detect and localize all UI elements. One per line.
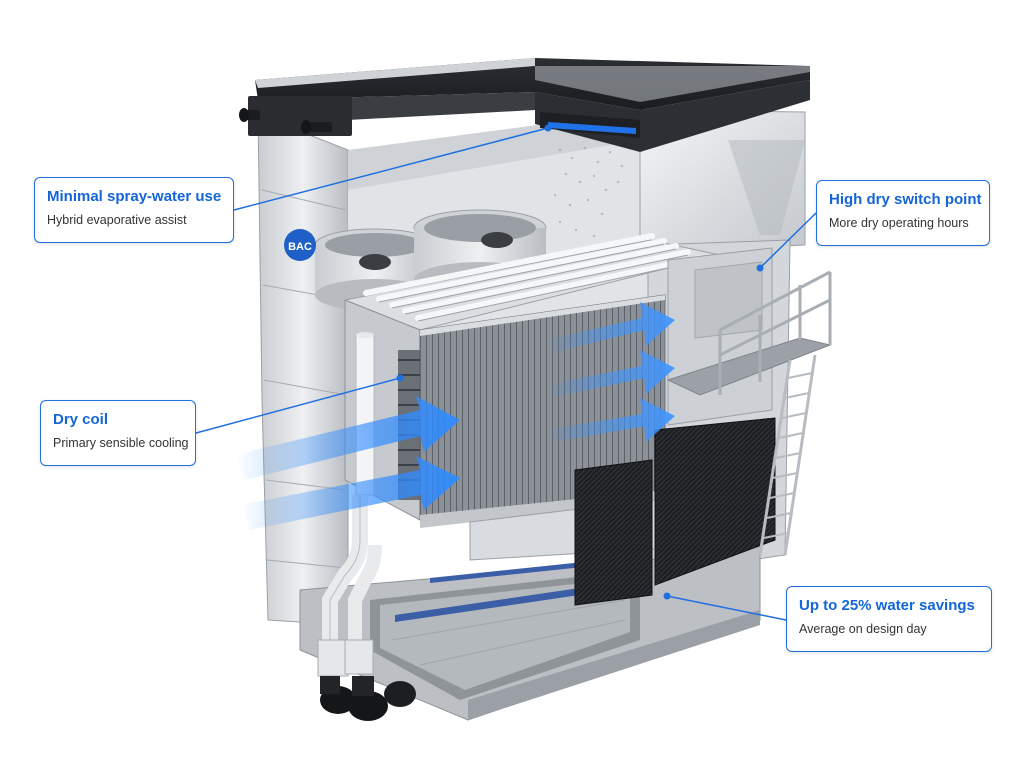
spray-droplets xyxy=(553,146,624,238)
callout-title: Up to 25% water savings xyxy=(799,597,975,614)
callout-title: High dry switch point xyxy=(829,191,982,208)
white-pipe xyxy=(322,332,382,640)
leader-dots xyxy=(396,124,764,600)
callout-title: Minimal spray-water use xyxy=(47,188,222,205)
leader-lines xyxy=(195,127,817,621)
pumps xyxy=(317,639,416,721)
airflow-arrows-inlet xyxy=(235,396,460,530)
callout-dry-coil: Dry coil Primary sensible cooling xyxy=(40,400,196,466)
inlet-pipes xyxy=(239,96,352,136)
bac-logo-text: BAC xyxy=(288,241,312,253)
callout-water-savings: Up to 25% water savings Average on desig… xyxy=(786,586,992,652)
airflow-arrows-outlet xyxy=(545,302,675,442)
callout-subtitle: More dry operating hours xyxy=(829,216,969,230)
ladder xyxy=(758,354,817,556)
evaporative-media xyxy=(574,417,776,606)
callout-subtitle: Average on design day xyxy=(799,622,927,636)
callout-title: Dry coil xyxy=(53,411,109,428)
callout-spray-water: Minimal spray-water use Hybrid evaporati… xyxy=(34,177,234,243)
callout-dry-switch-point: High dry switch point More dry operating… xyxy=(816,180,990,246)
access-platform xyxy=(666,247,832,426)
bac-logo: BAC xyxy=(284,229,316,261)
callout-subtitle: Hybrid evaporative assist xyxy=(47,213,187,227)
callout-subtitle: Primary sensible cooling xyxy=(53,436,189,450)
distribution-tubes xyxy=(343,233,721,331)
